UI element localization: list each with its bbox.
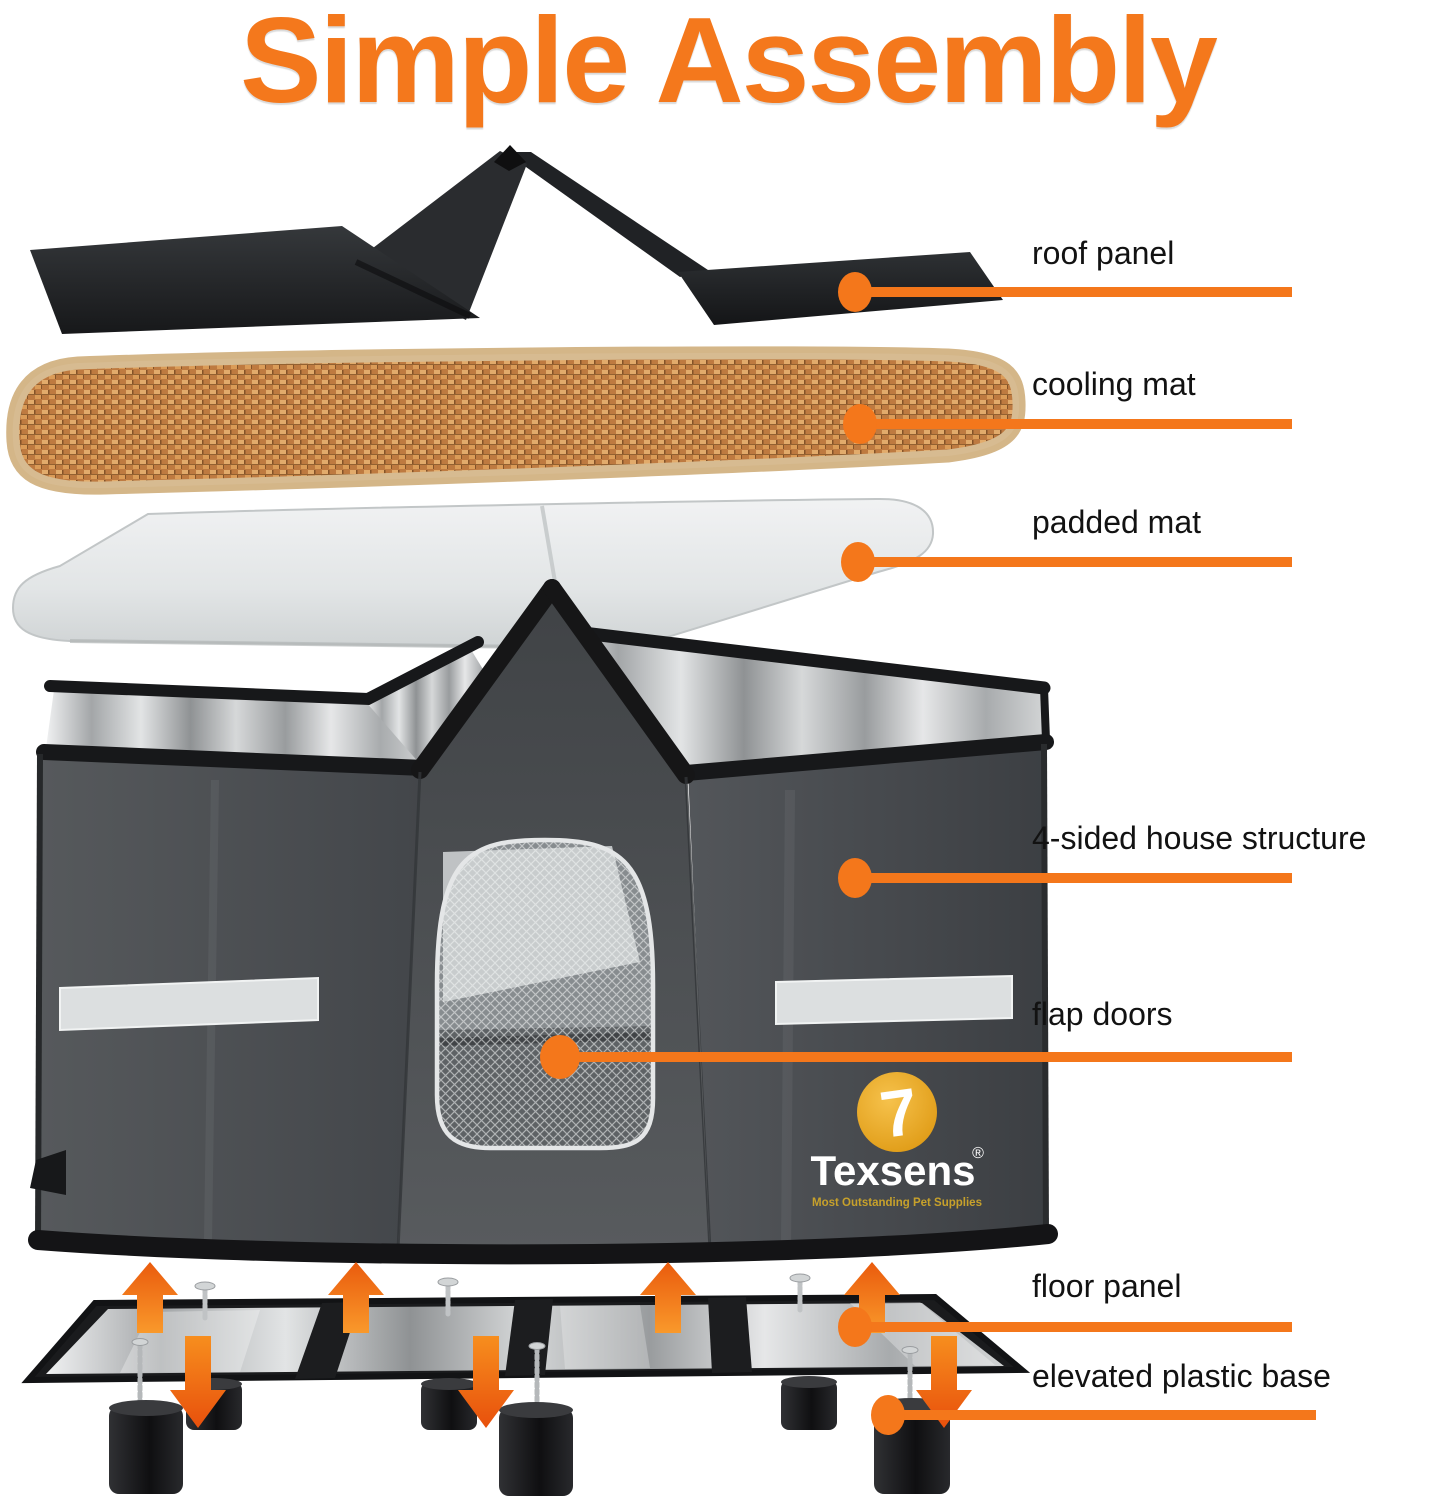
annotation-roof-panel bbox=[838, 272, 1292, 312]
floor-panel-part bbox=[21, 1273, 1031, 1384]
front-roof-trim-right bbox=[543, 579, 695, 784]
left-wall-binding bbox=[36, 744, 432, 776]
down-arrow-icon bbox=[170, 1336, 226, 1428]
annotation-elevated-base bbox=[871, 1395, 1316, 1435]
annotations bbox=[540, 272, 1316, 1435]
label-elevated-base: elevated plastic base bbox=[1032, 1358, 1331, 1394]
page-title: Simple Assembly bbox=[240, 0, 1218, 128]
strap-tab bbox=[30, 1150, 66, 1195]
floor-strap-2 bbox=[505, 1299, 553, 1376]
screw bbox=[437, 1277, 459, 1317]
down-arrow-icon bbox=[916, 1336, 972, 1428]
flap-door-mesh bbox=[434, 837, 656, 1151]
cooling-mat-part bbox=[6, 346, 1026, 495]
label-dot bbox=[838, 858, 872, 898]
logo-registered-mark: ® bbox=[972, 1145, 984, 1162]
screw bbox=[194, 1281, 216, 1321]
front-roof-trim-left bbox=[411, 579, 561, 779]
base-foot bbox=[499, 1402, 573, 1496]
label-cooling-mat: cooling mat bbox=[1032, 366, 1196, 402]
assembly-arrows bbox=[122, 1262, 972, 1428]
logo-wordmark: Texsens bbox=[811, 1147, 976, 1194]
label-dot bbox=[841, 542, 875, 582]
label-dot bbox=[540, 1035, 580, 1079]
house-structure-part: 7 Texsens ® Most Outstanding Pet Supplie… bbox=[28, 579, 1058, 1265]
label-padded-mat: padded mat bbox=[1032, 504, 1202, 540]
annotation-flap-doors bbox=[540, 1035, 1292, 1079]
back-wall-trim-left bbox=[44, 636, 484, 706]
label-line bbox=[855, 873, 1292, 883]
label-dot bbox=[871, 1395, 905, 1435]
label-dot bbox=[843, 404, 877, 444]
annotation-house-structure bbox=[838, 858, 1292, 898]
foil-lining-left bbox=[46, 690, 426, 764]
screw bbox=[789, 1273, 811, 1313]
label-dot bbox=[838, 272, 872, 312]
up-arrow-icon bbox=[328, 1262, 384, 1333]
label-line bbox=[855, 1322, 1292, 1332]
down-arrow-icon bbox=[458, 1336, 514, 1428]
label-flap-doors: flap doors bbox=[1032, 996, 1173, 1032]
logo-circle bbox=[857, 1072, 937, 1152]
annotation-cooling-mat bbox=[843, 404, 1292, 444]
screw bbox=[528, 1342, 546, 1409]
padded-mat-part bbox=[11, 497, 935, 650]
label-dot bbox=[838, 1307, 872, 1347]
up-arrow-icon bbox=[122, 1262, 178, 1333]
cooling-mat-surface bbox=[6, 346, 1026, 495]
base-foot bbox=[109, 1400, 183, 1494]
padded-mat-surface bbox=[11, 497, 935, 650]
label-roof-panel: roof panel bbox=[1032, 235, 1175, 271]
reflective-strip-right bbox=[775, 974, 1013, 1026]
label-line bbox=[858, 557, 1292, 567]
roof-left-wing bbox=[30, 226, 480, 334]
label-line bbox=[860, 419, 1292, 429]
label-line bbox=[855, 287, 1292, 297]
roof-right-slope bbox=[505, 152, 708, 277]
logo-tagline: Most Outstanding Pet Supplies bbox=[812, 1197, 982, 1209]
bottom-binding bbox=[28, 1224, 1058, 1265]
base-foot bbox=[781, 1376, 837, 1430]
screw bbox=[901, 1346, 919, 1405]
roof-panel-part bbox=[30, 145, 1003, 334]
screw bbox=[131, 1338, 149, 1407]
texsens-logo: 7 Texsens ® Most Outstanding Pet Supplie… bbox=[811, 1072, 984, 1209]
right-wall-binding bbox=[678, 734, 1054, 781]
label-line bbox=[560, 1052, 1292, 1062]
label-house-structure: 4-sided house structure bbox=[1032, 820, 1367, 856]
up-arrow-icon bbox=[640, 1262, 696, 1333]
reflective-strip-left bbox=[59, 976, 319, 1032]
floor-strap-3 bbox=[708, 1297, 752, 1373]
annotation-floor-panel bbox=[838, 1307, 1292, 1347]
foil-lining-right bbox=[560, 636, 1044, 770]
label-floor-panel: floor panel bbox=[1032, 1268, 1182, 1304]
back-wall-ridge-trim bbox=[551, 623, 1051, 695]
label-line bbox=[888, 1410, 1316, 1420]
up-arrow-icon bbox=[844, 1262, 900, 1333]
annotation-padded-mat bbox=[841, 542, 1292, 582]
